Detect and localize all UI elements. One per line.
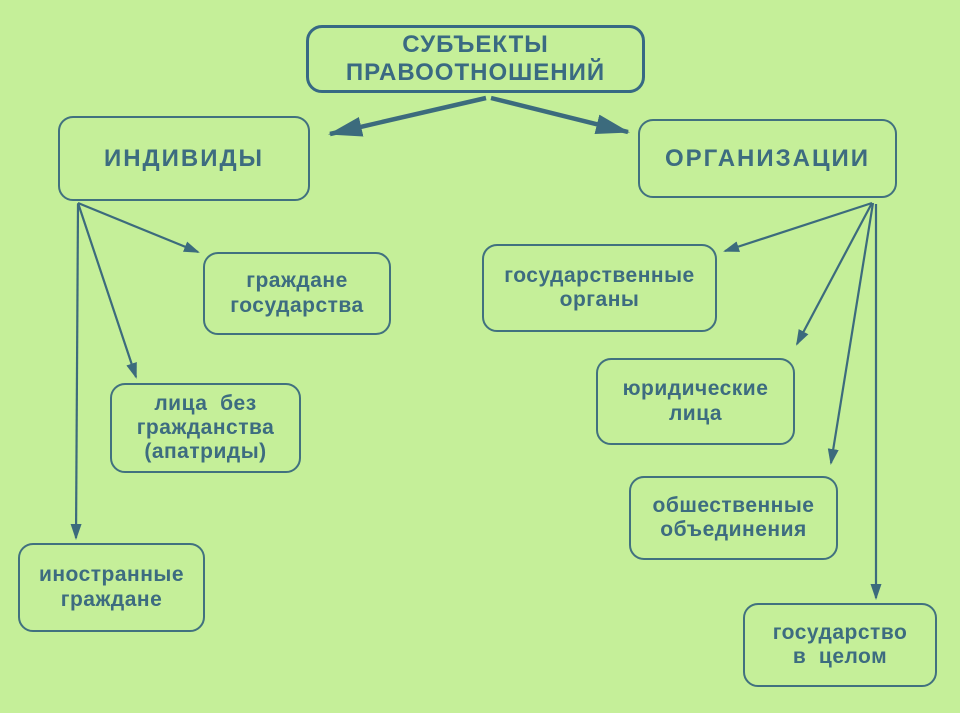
node-label-line: юридические: [622, 377, 769, 401]
node-label-line: иностранные: [38, 563, 185, 587]
bottom-white-strip: [0, 713, 960, 720]
node-subjects-title: СУБЪЕКТЫ ПРАВООТНОШЕНИЙ: [306, 25, 645, 93]
node-organizatsii: ОРГАНИЗАЦИИ: [638, 119, 897, 198]
arrow-title-to-individy: [328, 95, 487, 137]
node-obshchestvennye-obedineniya: обшественные объединения: [629, 476, 838, 560]
node-label-line: государство: [772, 620, 908, 644]
arrow-title-to-organizatsii: [490, 95, 630, 135]
node-label-line: (апатриды): [144, 440, 267, 464]
node-inostrannye-grazhdane: иностранные граждане: [18, 543, 205, 632]
node-litsa-bez-grazhdanstva: лица без гражданства (апатриды): [110, 383, 301, 473]
node-gosudarstvo-v-tselom: государство в целом: [743, 603, 937, 687]
node-label-line: СУБЪЕКТЫ: [402, 31, 549, 59]
node-label-line: государства: [230, 293, 364, 317]
node-gosudarstvennye-organy: государственные органы: [482, 244, 717, 332]
node-label-line: обшественные: [652, 493, 815, 517]
node-label-line: ПРАВООТНОШЕНИЙ: [345, 59, 606, 86]
arrow-organizatsii-to-yurlitsa: [796, 202, 873, 346]
node-label-line: объединения: [660, 518, 807, 541]
node-label-line: ОРГАНИЗАЦИИ: [664, 144, 871, 172]
node-label-line: ИНДИВИДЫ: [103, 144, 265, 172]
node-label-line: лица: [668, 401, 723, 425]
node-label-line: лица без: [154, 391, 257, 415]
node-label-line: граждане: [60, 587, 163, 611]
node-label-line: органы: [559, 288, 640, 311]
node-grazhdane-gosudarstva: граждане государства: [203, 252, 391, 335]
node-label-line: в целом: [792, 645, 888, 668]
arrow-organizatsii-to-gosorgany: [723, 201, 873, 253]
arrow-organizatsii-to-obedineniya: [827, 202, 875, 465]
node-yuridicheskie-litsa: юридические лица: [596, 358, 795, 445]
node-individy: ИНДИВИДЫ: [58, 116, 310, 201]
arrow-individy-to-grazhdane: [77, 201, 200, 254]
node-label-line: гражданства: [136, 415, 275, 439]
arrow-individy-to-litsa-bez: [76, 202, 138, 379]
arrow-individy-to-inostrannye: [70, 203, 82, 540]
node-label-line: граждане: [246, 269, 348, 293]
node-label-line: государственные: [504, 263, 695, 287]
